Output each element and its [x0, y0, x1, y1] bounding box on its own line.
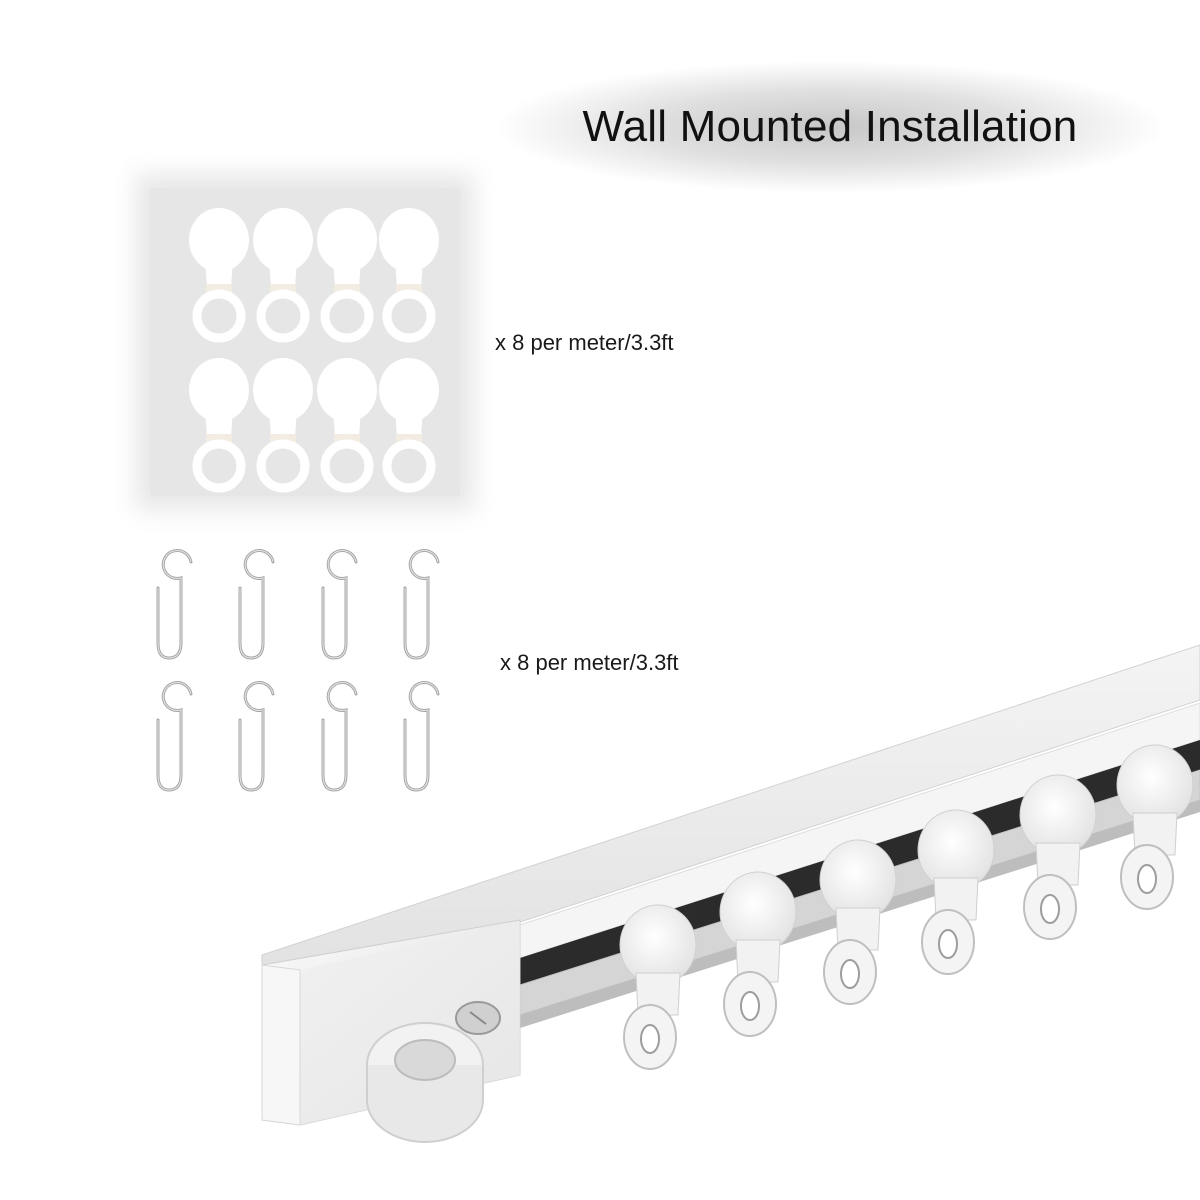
glider-runner [379, 208, 439, 343]
track-glider [917, 809, 995, 975]
track-glider [1019, 774, 1097, 940]
title-banner: Wall Mounted Installation [500, 62, 1160, 192]
end-cap [261, 919, 521, 1143]
metal-hook [321, 549, 358, 660]
track-glider [1116, 744, 1194, 910]
metal-hook [156, 681, 193, 792]
track-glider [619, 904, 697, 1070]
glider-runner [189, 208, 249, 343]
page-title: Wall Mounted Installation [582, 102, 1078, 151]
metal-hook [238, 681, 275, 792]
glider-runner [253, 208, 313, 343]
hook-quantity-label: x 8 per meter/3.3ft [500, 650, 679, 675]
glider-runner [317, 358, 377, 493]
metal-hook [156, 549, 193, 660]
hook-set [156, 549, 440, 792]
metal-hook [321, 681, 358, 792]
metal-hook [403, 681, 440, 792]
metal-hook [238, 549, 275, 660]
glider-runner [317, 208, 377, 343]
track-glider [719, 871, 797, 1037]
glider-runner [189, 358, 249, 493]
track-glider [819, 839, 897, 1005]
glider-runner-set [189, 208, 439, 493]
glider-quantity-label: x 8 per meter/3.3ft [495, 330, 674, 355]
glider-runner [253, 358, 313, 493]
track-glider-row [619, 744, 1194, 1070]
metal-hook [403, 549, 440, 660]
glider-runner [379, 358, 439, 493]
